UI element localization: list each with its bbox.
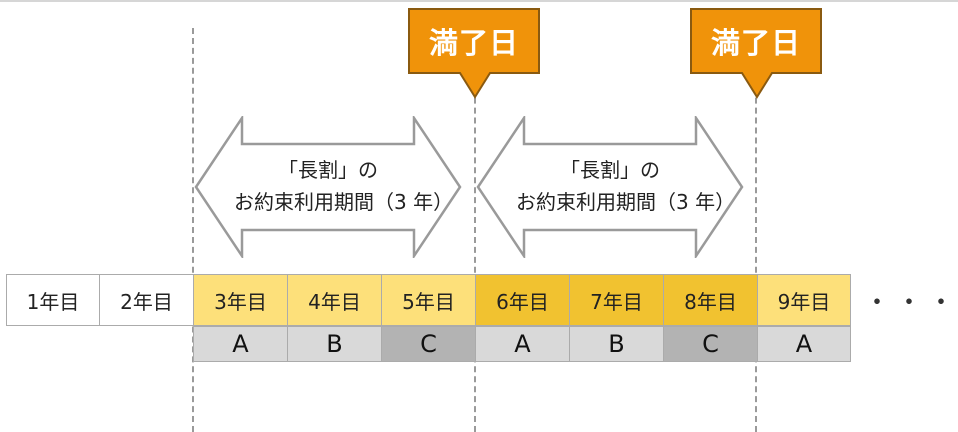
year-cell: 7年目 [569,274,664,326]
year-cell: 1年目 [6,274,100,326]
plan-letter-cell: B [287,326,382,362]
commitment-period-text: 「長割」の お約束利用期間（3 年） [516,154,736,218]
callout-marker-icon [408,8,540,99]
plan-letter-cell: B [569,326,664,362]
plan-letter-cell: C [381,326,476,362]
callout-marker-icon [690,8,822,99]
commitment-period-text: 「長割」の お約束利用期間（3 年） [234,154,454,218]
period-title: 「長割」の [560,158,660,182]
double-arrow-icon [194,113,462,261]
year-cell: 5年目 [381,274,476,326]
year-cell: 6年目 [475,274,570,326]
period-duration: お約束利用期間（3 年） [234,190,454,214]
period-title: 「長割」の [278,158,378,182]
period-boundary-line [192,28,194,432]
expiry-date-label: 満了日 [710,26,801,60]
expiry-date-label: 満了日 [428,26,519,60]
plan-letter-cell: A [757,326,851,362]
year-cell: 9年目 [757,274,851,326]
year-cell: 4年目 [287,274,382,326]
commitment-period-arrow: 「長割」の お約束利用期間（3 年） [476,113,744,261]
period-boundary-line [474,28,476,432]
year-cell: 8年目 [663,274,758,326]
commitment-period-arrow: 「長割」の お約束利用期間（3 年） [194,113,462,261]
period-boundary-line [755,28,757,432]
plan-letter-cell: A [193,326,288,362]
year-cell: 3年目 [193,274,288,326]
expiry-date-callout: 満了日 [690,8,822,100]
top-border [0,0,958,2]
expiry-date-callout: 満了日 [408,8,540,100]
plan-letter-cell: A [475,326,570,362]
year-cell: 2年目 [99,274,194,326]
plan-letter-cell: C [663,326,758,362]
double-arrow-icon [476,113,744,261]
continuation-ellipsis: ・・・・ [864,288,958,318]
period-duration: お約束利用期間（3 年） [516,190,736,214]
